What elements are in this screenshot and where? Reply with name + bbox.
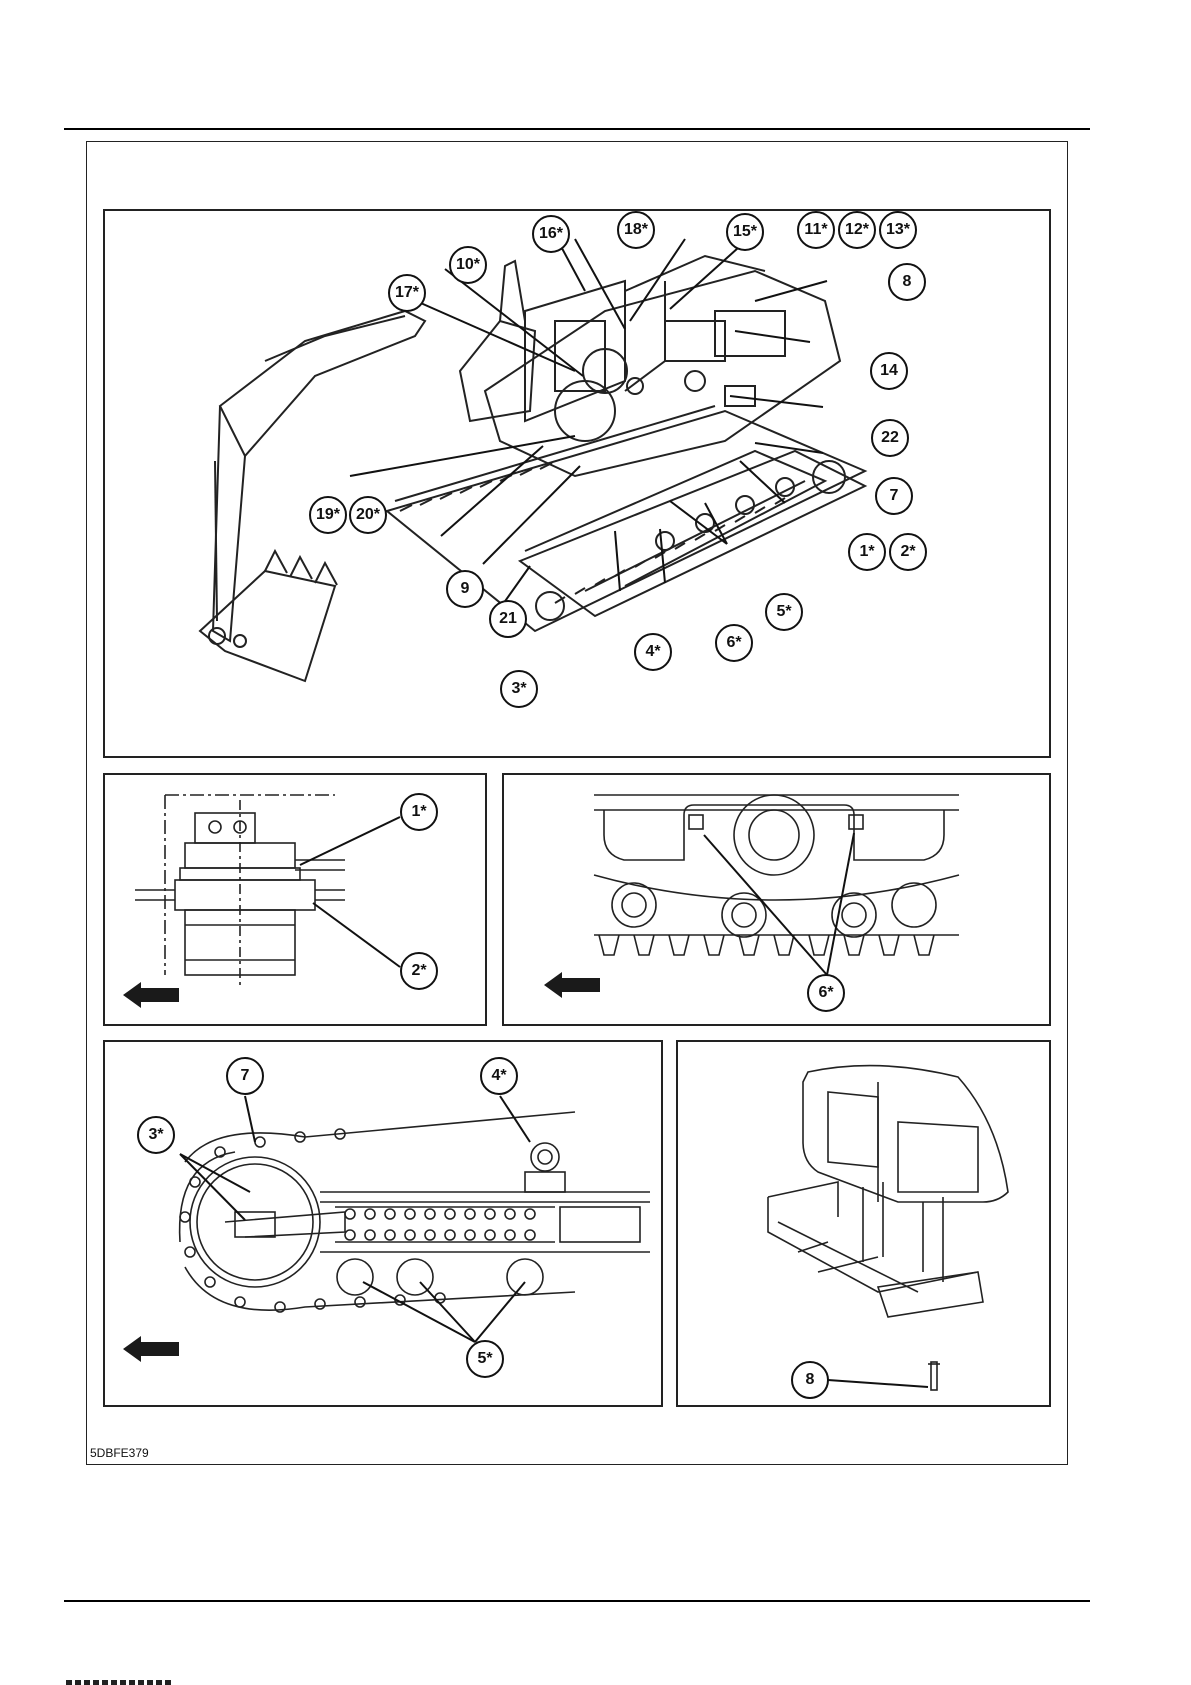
final-drive-detail: 1* 2*: [103, 773, 487, 1026]
footer-mark: [66, 1680, 171, 1685]
header-rule: [64, 128, 1090, 130]
counterweight-detail: 8: [676, 1040, 1051, 1407]
callout-5: 5*: [466, 1340, 504, 1378]
callout-10: 10*: [449, 246, 487, 284]
footer-rule: [64, 1600, 1090, 1602]
main-machine-view: 16* 18* 15* 11* 12* 13* 10* 17* 8 14 22 …: [103, 209, 1051, 758]
callout-6: 6*: [807, 974, 845, 1012]
callout-21: 21: [489, 600, 527, 638]
callout-15: 15*: [726, 213, 764, 251]
callout-11: 11*: [797, 211, 835, 249]
callout-20: 20*: [349, 496, 387, 534]
callout-22: 22: [871, 419, 909, 457]
callout-17: 17*: [388, 274, 426, 312]
callout-12: 12*: [838, 211, 876, 249]
counterweight-illustration: [678, 1042, 1051, 1407]
arrow-left-icon: [544, 972, 600, 998]
arrow-left-icon: [123, 982, 179, 1008]
callout-18: 18*: [617, 211, 655, 249]
callout-7: 7: [875, 477, 913, 515]
callout-2: 2*: [400, 952, 438, 990]
callout-3: 3*: [137, 1116, 175, 1154]
callout-6: 6*: [715, 624, 753, 662]
track-frame-detail: 6*: [502, 773, 1051, 1026]
idler-illustration: [105, 1042, 663, 1407]
callout-13: 13*: [879, 211, 917, 249]
idler-detail: 7 4* 3* 5*: [103, 1040, 663, 1407]
arrow-left-icon: [123, 1336, 179, 1362]
callout-3: 3*: [500, 670, 538, 708]
callout-8: 8: [791, 1361, 829, 1399]
callout-1: 1*: [848, 533, 886, 571]
callout-5: 5*: [765, 593, 803, 631]
callout-7: 7: [226, 1057, 264, 1095]
figure-code: 5DBFE379: [90, 1446, 149, 1460]
callout-1: 1*: [400, 793, 438, 831]
callout-14: 14: [870, 352, 908, 390]
callout-19: 19*: [309, 496, 347, 534]
callout-4: 4*: [480, 1057, 518, 1095]
callout-16: 16*: [532, 215, 570, 253]
callout-2: 2*: [889, 533, 927, 571]
callout-4: 4*: [634, 633, 672, 671]
callout-9: 9: [446, 570, 484, 608]
callout-8: 8: [888, 263, 926, 301]
